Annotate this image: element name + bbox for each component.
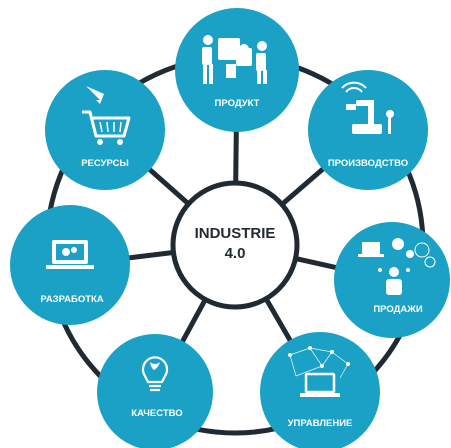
laptop-gears-icon — [46, 240, 94, 269]
node-label-razrabotka: РАЗРАБОТКА — [40, 294, 103, 305]
node-label-proizvodstvo: ПРОИЗВОДСТВО — [328, 158, 408, 169]
node-label-produkt: ПРОДУКТ — [215, 98, 260, 109]
center-hub: INDUSTRIE 4.0 — [170, 180, 300, 310]
node-label-upravlenie: УПРАВЛЕНИЕ — [288, 418, 353, 429]
node-resursy[interactable]: РЕСУРСЫ — [45, 70, 165, 190]
node-razrabotka[interactable]: РАЗРАБОТКА — [10, 205, 130, 325]
node-kachestvo[interactable]: КАЧЕСТВО — [97, 334, 213, 448]
node-label-resursy: РЕСУРСЫ — [81, 158, 129, 169]
node-upravlenie[interactable]: УПРАВЛЕНИЕ — [260, 332, 380, 448]
node-proizvodstvo[interactable]: ПРОИЗВОДСТВО — [308, 70, 428, 190]
node-prodazhi[interactable]: ПРОДАЖИ — [334, 222, 450, 338]
lightbulb-globe-icon — [141, 356, 169, 392]
puzzle-team-icon — [202, 35, 267, 84]
robot-arm-icon — [341, 81, 394, 134]
node-produkt[interactable]: ПРОДУКТ — [175, 8, 299, 132]
center-title-line2: 4.0 — [225, 245, 246, 262]
node-label-prodazhi: ПРОДАЖИ — [373, 304, 423, 315]
shopping-cart-icon — [82, 86, 131, 145]
network-person-icon — [358, 238, 436, 295]
center-title-line1: INDUSTRIE — [195, 225, 276, 242]
laptop-network-icon — [288, 346, 350, 397]
node-label-kachestvo: КАЧЕСТВО — [131, 408, 182, 419]
